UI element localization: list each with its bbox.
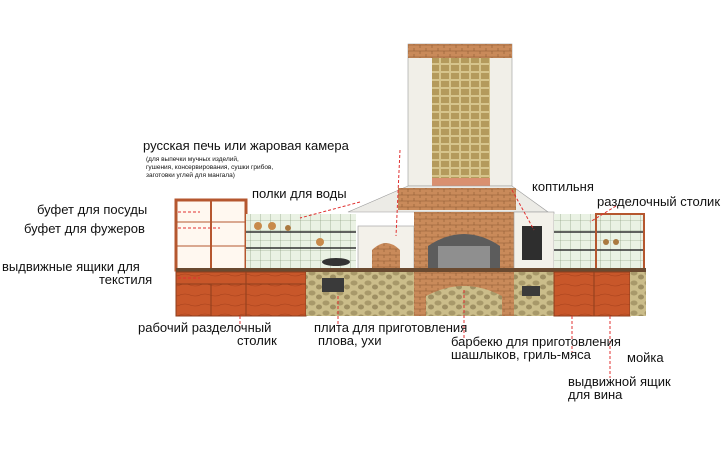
label-textile-1: выдвижные ящики для	[2, 259, 140, 274]
leader-lines	[178, 149, 617, 378]
label-bbq-2: шашлыков, гриль-мяса	[451, 347, 591, 362]
shelves	[246, 214, 356, 270]
label-wine-2: для вина	[568, 387, 623, 402]
label-work-table-1: рабочий разделочный	[138, 320, 272, 335]
russian-oven	[357, 225, 415, 273]
central-hearth	[414, 212, 514, 274]
hood	[347, 185, 549, 213]
label-glass-cabinet: буфет для фужеров	[24, 221, 145, 236]
cutting-table-right	[554, 213, 645, 271]
label-oven-note-2: гушения, консервирования, сушки грибов,	[146, 164, 274, 171]
label-dish-cabinet: буфет для посуды	[37, 202, 148, 217]
label-oven-note-3: заготовки углей для мангала)	[146, 172, 235, 179]
bbq	[414, 272, 514, 316]
label-oven: русская печь или жаровая камера	[143, 138, 349, 153]
right-base	[514, 271, 646, 317]
smokehouse	[513, 211, 555, 273]
label-wine-1: выдвижной ящик	[568, 374, 671, 389]
countertop	[176, 268, 646, 272]
textile-drawers	[175, 271, 307, 317]
label-cutting-table-right: разделочный столик	[597, 194, 721, 209]
stove-base	[306, 272, 414, 316]
label-oven-note-1: (для выпечки мучных изделий,	[146, 156, 239, 163]
label-stove-2: плова, ухи	[318, 333, 382, 348]
dish-cabinet	[174, 198, 248, 272]
label-work-table-2: столик	[237, 333, 277, 348]
chimney	[407, 43, 513, 188]
label-textile-2: текстиля	[99, 272, 153, 287]
label-shelves: полки для воды	[252, 186, 347, 201]
label-smokehouse: коптильня	[532, 179, 594, 194]
label-stove-1: плита для приготовления	[314, 320, 468, 335]
label-sink: мойка	[627, 350, 664, 365]
label-bbq-1: барбекю для приготовления	[451, 334, 621, 349]
